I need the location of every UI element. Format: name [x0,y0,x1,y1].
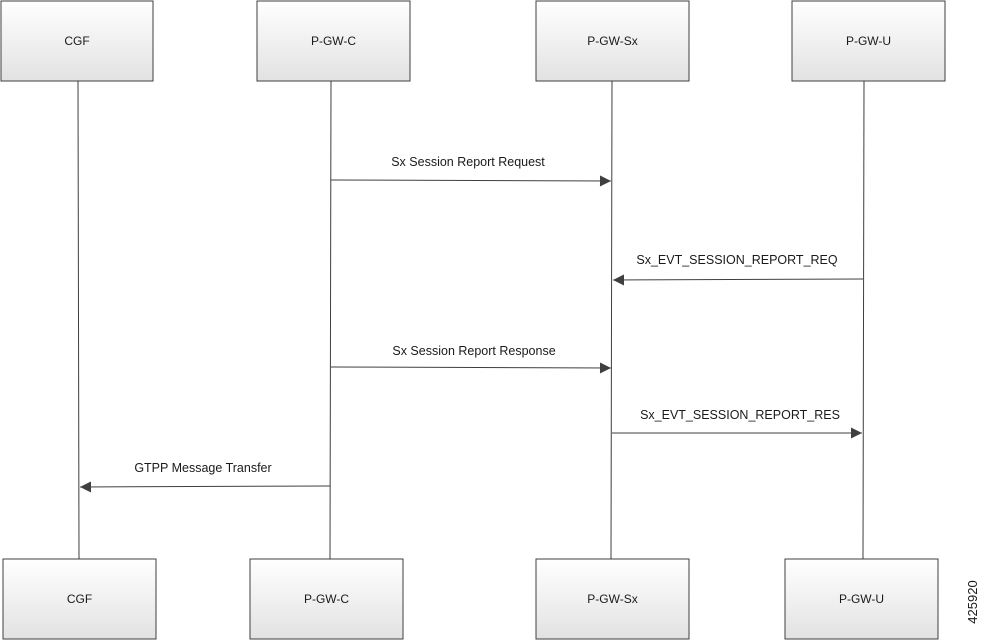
figure-id: 425920 [965,580,980,623]
message-arrow [330,175,612,187]
message-sx-session-report-request: Sx Session Report Request [330,155,612,187]
participant-label: P-GW-U [846,34,891,48]
participant-box-top-p-gw-sx: P-GW-Sx [535,0,690,82]
participant-box-bottom-p-gw-sx: P-GW-Sx [535,558,690,640]
message-label: Sx_EVT_SESSION_REPORT_REQ [636,253,838,267]
message-arrow [330,362,612,374]
participant-label: P-GW-Sx [587,34,637,48]
participant-label: CGF [64,34,89,48]
message-label: GTPP Message Transfer [134,461,271,475]
message-label: Sx Session Report Response [392,344,555,358]
message-gtpp-message-transfer: GTPP Message Transfer [79,461,331,493]
message-label: Sx Session Report Request [391,155,545,169]
participant-label: P-GW-C [311,34,356,48]
participant-box-bottom-p-gw-c: P-GW-C [249,558,404,640]
participant-box-bottom-cgf: CGF [2,558,157,640]
lifeline-p-gw-u [862,80,865,560]
participant-box-top-p-gw-u: P-GW-U [791,0,946,82]
message-sx-evt-session-report-res: Sx_EVT_SESSION_REPORT_RES [612,408,862,439]
message-arrow [79,481,331,493]
participant-label: CGF [67,592,92,606]
participant-box-top-p-gw-c: P-GW-C [256,0,411,82]
message-sx-evt-session-report-req: Sx_EVT_SESSION_REPORT_REQ [612,253,864,286]
participant-box-bottom-p-gw-u: P-GW-U [784,558,939,640]
participant-label: P-GW-Sx [587,592,637,606]
participant-box-top-cgf: CGF [0,0,154,82]
message-label: Sx_EVT_SESSION_REPORT_RES [640,408,840,422]
message-arrow [612,274,864,286]
lifeline-p-gw-sx [610,80,613,560]
lifeline-cgf [77,80,80,560]
lifeline-p-gw-c [329,80,332,560]
message-sx-session-report-response: Sx Session Report Response [330,344,612,374]
participant-label: P-GW-U [839,592,884,606]
participant-label: P-GW-C [304,592,349,606]
